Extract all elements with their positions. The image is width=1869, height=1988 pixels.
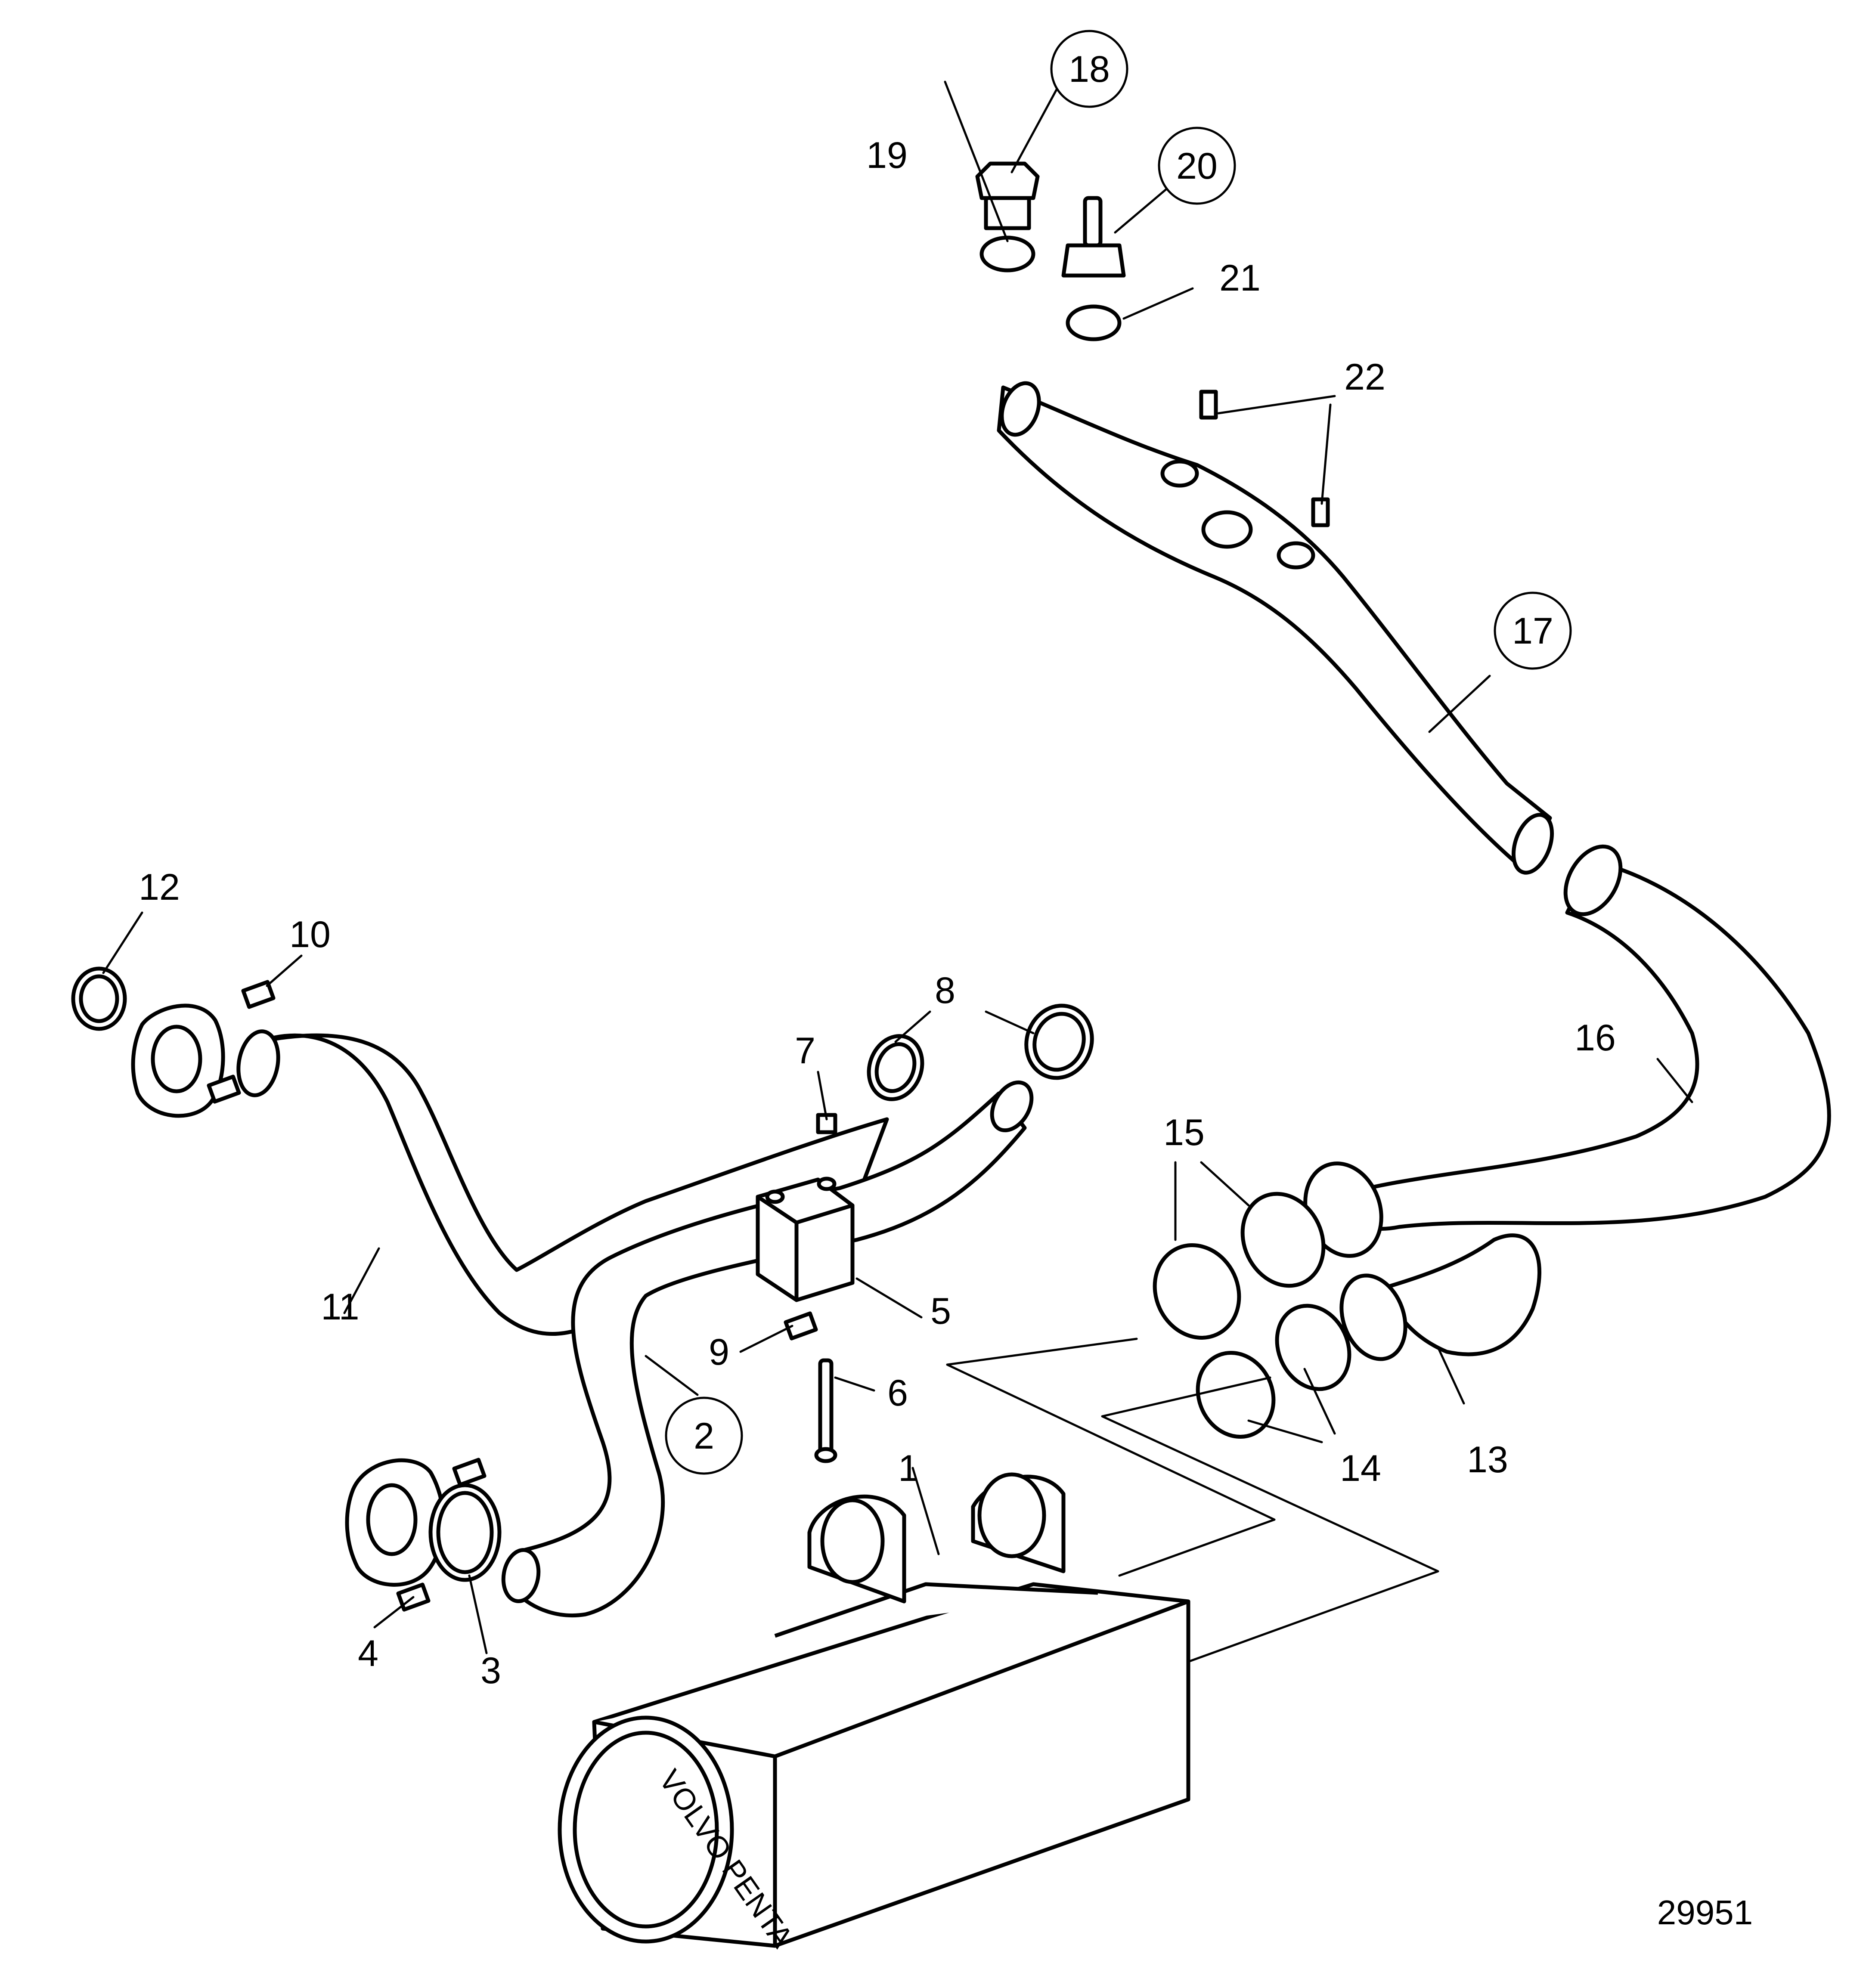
part-labels: 1 2 3 4 5 6 7 8 8 9 10 11 12 13 14 14 15… [139, 49, 1753, 1932]
callout-circle-20 [1158, 127, 1236, 205]
flange-lower [345, 1458, 502, 1587]
label-8a: 8 [935, 970, 955, 1011]
label-13: 13 [1467, 1439, 1508, 1480]
callout-circles [665, 30, 1572, 1475]
unit-1: VOLVO PENTA [558, 1472, 1190, 1954]
label-10: 10 [289, 914, 331, 955]
label-7: 7 [795, 1030, 815, 1071]
hose-16 [1303, 844, 1831, 1258]
label-1: 1 [898, 1448, 919, 1489]
gaskets-8 [867, 1003, 1094, 1101]
figure-number: 29951 [1657, 1893, 1753, 1932]
flange-upper [71, 966, 225, 1118]
label-5: 5 [930, 1291, 951, 1332]
label-19: 19 [866, 135, 908, 176]
label-15a: 15 [1163, 1112, 1205, 1153]
label-16: 16 [1575, 1017, 1616, 1059]
pipe-2 [501, 1080, 1034, 1617]
leader-lines [102, 68, 1693, 1663]
clamps [1153, 1192, 1351, 1439]
fittings-top [975, 161, 1330, 527]
label-9: 9 [709, 1332, 729, 1373]
label-2: 2 [694, 1415, 714, 1457]
label-12: 12 [139, 867, 180, 908]
label-4: 4 [358, 1633, 378, 1674]
pipe-17 [997, 381, 1554, 875]
bracket-5 [756, 1177, 855, 1302]
hose-13 [1339, 1233, 1541, 1361]
bolt-6 [814, 1358, 837, 1463]
callout-circle-17 [1494, 591, 1572, 670]
callout-circle-18 [1050, 30, 1128, 108]
label-21: 21 [1219, 257, 1261, 299]
label-6: 6 [887, 1372, 908, 1414]
label-3: 3 [480, 1650, 501, 1691]
label-22a: 22 [1344, 356, 1385, 398]
label-20: 20 [1176, 146, 1218, 187]
label-18: 18 [1069, 49, 1110, 90]
small-bolts [207, 980, 837, 1612]
label-14a: 14 [1340, 1448, 1381, 1489]
label-17: 17 [1512, 610, 1553, 652]
label-11: 11 [321, 1286, 359, 1328]
callout-circle-2 [665, 1397, 743, 1475]
